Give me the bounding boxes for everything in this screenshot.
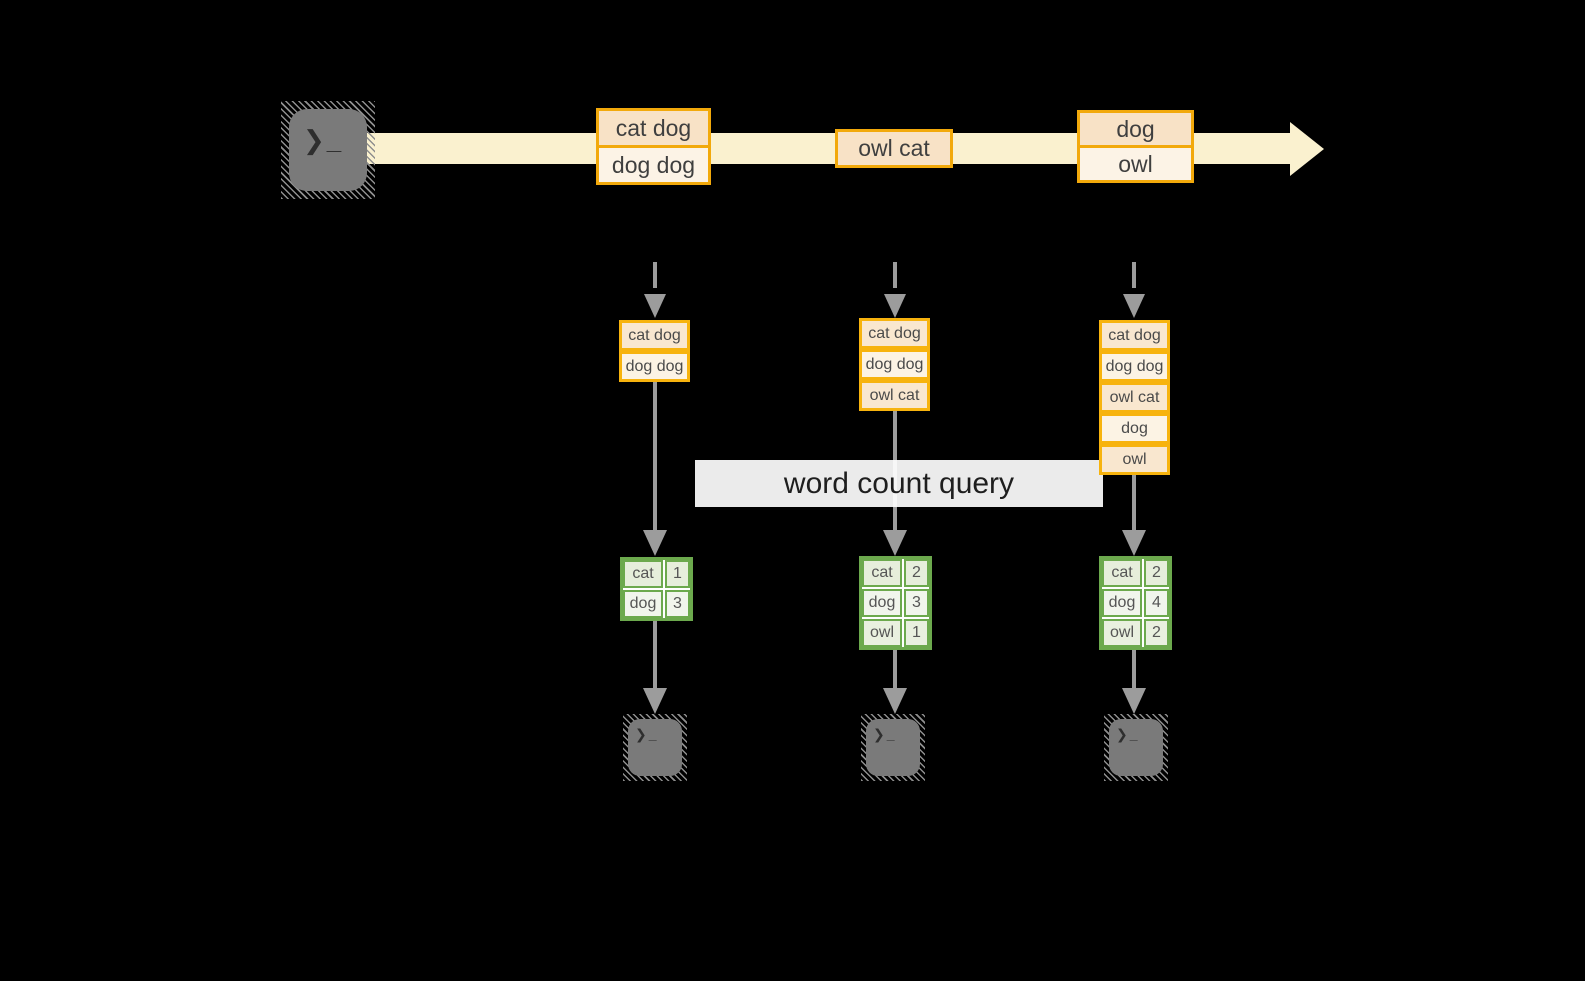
terminal-prompt-glyph: ❯_ bbox=[1116, 726, 1140, 742]
arrow-line bbox=[893, 650, 897, 688]
stream-record: owl cat bbox=[835, 129, 953, 168]
source-terminal-icon: ❯_ bbox=[281, 101, 375, 199]
count-value: 2 bbox=[1144, 559, 1169, 587]
state-record: dog dog bbox=[859, 349, 930, 380]
terminal-prompt-glyph: ❯_ bbox=[873, 726, 897, 742]
count-word: owl bbox=[1102, 619, 1142, 647]
stream-record: cat dog bbox=[596, 108, 711, 148]
state-record: owl cat bbox=[1099, 382, 1170, 413]
count-value: 1 bbox=[904, 619, 929, 647]
arrow-line bbox=[1132, 650, 1136, 688]
terminal-screen bbox=[289, 109, 367, 191]
stream-batch-2: owl cat bbox=[835, 129, 953, 168]
sink-terminal-icon: ❯_ bbox=[623, 714, 687, 781]
state-record: dog dog bbox=[619, 351, 690, 382]
count-table-3: cat 2 dog 4 owl 2 bbox=[1099, 556, 1172, 650]
query-label: word count query bbox=[695, 460, 1103, 507]
terminal-prompt-glyph: ❯_ bbox=[635, 726, 659, 742]
count-value: 3 bbox=[904, 589, 929, 617]
state-stack-3: cat dog dog dog owl cat dog owl bbox=[1099, 320, 1170, 475]
dashed-arrow-segment bbox=[1132, 262, 1136, 288]
stream-batch-1: cat dog dog dog bbox=[596, 108, 711, 185]
count-value: 1 bbox=[665, 560, 690, 588]
count-value: 2 bbox=[904, 559, 929, 587]
count-value: 3 bbox=[665, 590, 690, 618]
arrow-down-icon bbox=[883, 688, 907, 714]
state-record: cat dog bbox=[859, 318, 930, 349]
arrow-down-icon bbox=[884, 294, 906, 318]
count-word: dog bbox=[1102, 589, 1142, 617]
count-table-2: cat 2 dog 3 owl 1 bbox=[859, 556, 932, 650]
count-table-1: cat 1 dog 3 bbox=[620, 557, 693, 621]
stream-record: owl bbox=[1077, 145, 1194, 183]
arrow-line bbox=[653, 382, 657, 530]
stream-record: dog dog bbox=[596, 145, 711, 185]
stream-record: dog bbox=[1077, 110, 1194, 148]
stream-arrowhead-icon bbox=[1290, 122, 1324, 176]
state-stack-1: cat dog dog dog bbox=[619, 320, 690, 382]
dashed-arrow-segment bbox=[653, 262, 657, 288]
arrow-down-icon bbox=[1122, 530, 1146, 556]
count-word: dog bbox=[862, 589, 902, 617]
terminal-screen bbox=[628, 719, 682, 776]
count-word: cat bbox=[862, 559, 902, 587]
arrow-down-icon bbox=[1123, 294, 1145, 318]
state-record: owl bbox=[1099, 444, 1170, 475]
arrow-line bbox=[1132, 475, 1136, 530]
arrow-down-icon bbox=[643, 688, 667, 714]
count-word: dog bbox=[623, 590, 663, 618]
state-record: dog dog bbox=[1099, 351, 1170, 382]
state-record: dog bbox=[1099, 413, 1170, 444]
terminal-prompt-glyph: ❯_ bbox=[303, 125, 344, 155]
arrow-down-icon bbox=[883, 530, 907, 556]
state-record: owl cat bbox=[859, 380, 930, 411]
arrow-down-icon bbox=[643, 530, 667, 556]
sink-terminal-icon: ❯_ bbox=[861, 714, 925, 781]
count-value: 2 bbox=[1144, 619, 1169, 647]
dashed-arrow-segment bbox=[893, 262, 897, 288]
terminal-screen bbox=[866, 719, 920, 776]
arrow-down-icon bbox=[1122, 688, 1146, 714]
state-stack-2: cat dog dog dog owl cat bbox=[859, 318, 930, 411]
stream-batch-3: dog owl bbox=[1077, 110, 1194, 183]
count-word: cat bbox=[623, 560, 663, 588]
terminal-screen bbox=[1109, 719, 1163, 776]
sink-terminal-icon: ❯_ bbox=[1104, 714, 1168, 781]
count-word: owl bbox=[862, 619, 902, 647]
state-record: cat dog bbox=[619, 320, 690, 351]
count-word: cat bbox=[1102, 559, 1142, 587]
arrow-down-icon bbox=[644, 294, 666, 318]
state-record: cat dog bbox=[1099, 320, 1170, 351]
count-value: 4 bbox=[1144, 589, 1169, 617]
arrow-line bbox=[653, 621, 657, 688]
